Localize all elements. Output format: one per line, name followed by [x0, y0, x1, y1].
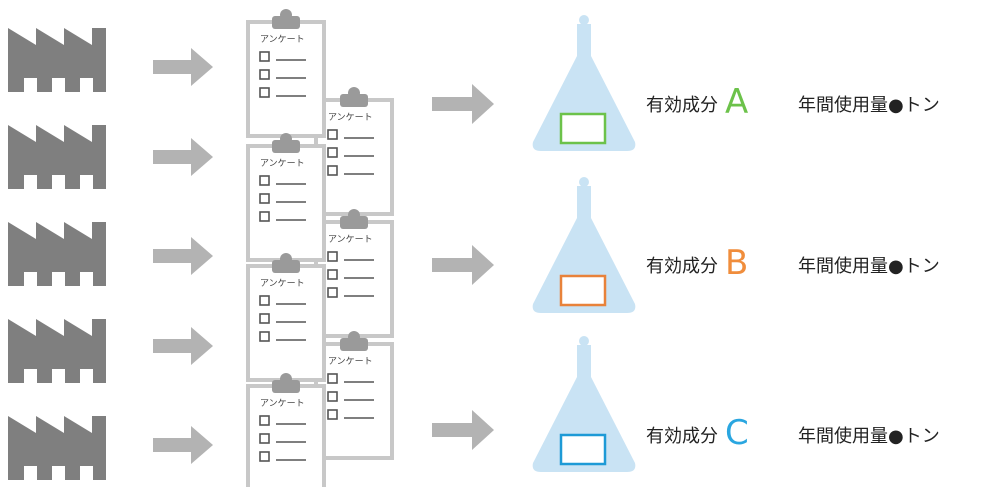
questionnaire-clipboard: アンケート: [246, 371, 326, 487]
questionnaire-title: アンケート: [260, 158, 305, 169]
questionnaire-clipboard: アンケート: [246, 7, 326, 138]
arrow-right-icon: [153, 138, 213, 176]
clipboard-questionnaire-icon: [246, 251, 326, 382]
questionnaire-clipboard: アンケート: [314, 329, 394, 460]
arrow-right-icon: [153, 426, 213, 464]
ingredient-row-c: 有効成分 C 年間使用量●トン: [646, 413, 940, 453]
arrow-right-icon: [432, 410, 494, 450]
clipboard-questionnaire-icon: [246, 371, 326, 487]
factory-icon: [8, 416, 106, 480]
ingredient-row-a: 有効成分 A 年間使用量●トン: [646, 82, 940, 122]
flask-c: [532, 336, 636, 472]
ingredient-letter: B: [725, 243, 748, 283]
arrow-right-icon: [153, 327, 213, 365]
questionnaire-title: アンケート: [328, 112, 373, 123]
questionnaire-clipboard: アンケート: [246, 131, 326, 262]
arrow-right-icon: [432, 84, 494, 124]
flask-label-box: [559, 274, 607, 307]
annual-usage-text: 年間使用量●トン: [798, 95, 940, 116]
ingredient-row-b: 有効成分 B 年間使用量●トン: [646, 243, 940, 283]
questionnaire-clipboard: アンケート: [314, 207, 394, 338]
clipboard-questionnaire-icon: [246, 7, 326, 138]
factory-icon: [8, 319, 106, 383]
ingredient-letter: C: [725, 413, 749, 453]
factory-icon: [8, 125, 106, 189]
factory-icon: [8, 222, 106, 286]
ingredient-label: 有効成分: [646, 426, 718, 447]
questionnaire-title: アンケート: [260, 398, 305, 409]
arrow-right-icon: [432, 245, 494, 285]
clipboard-questionnaire-icon: [314, 207, 394, 338]
clipboard-questionnaire-icon: [314, 329, 394, 460]
questionnaire-title: アンケート: [328, 356, 373, 367]
flask-a: [532, 15, 636, 151]
questionnaire-title: アンケート: [260, 34, 305, 45]
annual-usage-text: 年間使用量●トン: [798, 256, 940, 277]
ingredient-letter: A: [725, 82, 748, 122]
clipboard-questionnaire-icon: [314, 85, 394, 216]
questionnaire-title: アンケート: [260, 278, 305, 289]
flask-label-box: [559, 433, 607, 466]
arrow-right-icon: [153, 237, 213, 275]
flask-b: [532, 177, 636, 313]
annual-usage-text: 年間使用量●トン: [798, 426, 940, 447]
clipboard-questionnaire-icon: [246, 131, 326, 262]
questionnaire-clipboard: アンケート: [314, 85, 394, 216]
flask-label-box: [559, 112, 607, 145]
arrow-right-icon: [153, 48, 213, 86]
questionnaire-title: アンケート: [328, 234, 373, 245]
ingredient-label: 有効成分: [646, 256, 718, 277]
factory-icon: [8, 28, 106, 92]
ingredient-label: 有効成分: [646, 95, 718, 116]
questionnaire-clipboard: アンケート: [246, 251, 326, 382]
